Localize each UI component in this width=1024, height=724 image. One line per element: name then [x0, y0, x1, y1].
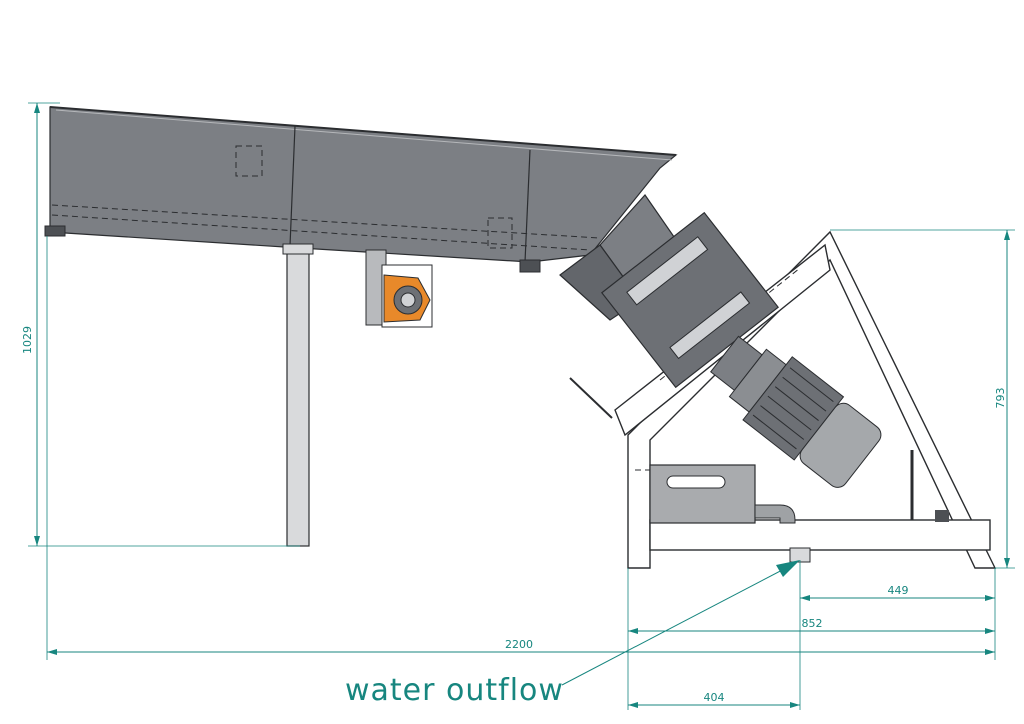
dim-449: 449 — [888, 584, 909, 597]
tank — [649, 464, 796, 524]
dim-2200: 2200 — [505, 638, 533, 651]
trough-drive-unit — [365, 249, 433, 328]
dim-852: 852 — [802, 617, 823, 630]
dim-404: 404 — [704, 691, 725, 704]
outflow-pipe — [789, 547, 811, 563]
inclined-trough — [44, 106, 678, 273]
dim-height-left: 1029 — [21, 326, 34, 354]
drive-motor — [710, 335, 882, 488]
water-outflow-label: water outflow — [345, 673, 564, 708]
dim-height-right: 793 — [994, 388, 1007, 409]
press-housing — [600, 211, 780, 389]
dimensions — [28, 102, 1015, 710]
support-post — [282, 243, 314, 547]
